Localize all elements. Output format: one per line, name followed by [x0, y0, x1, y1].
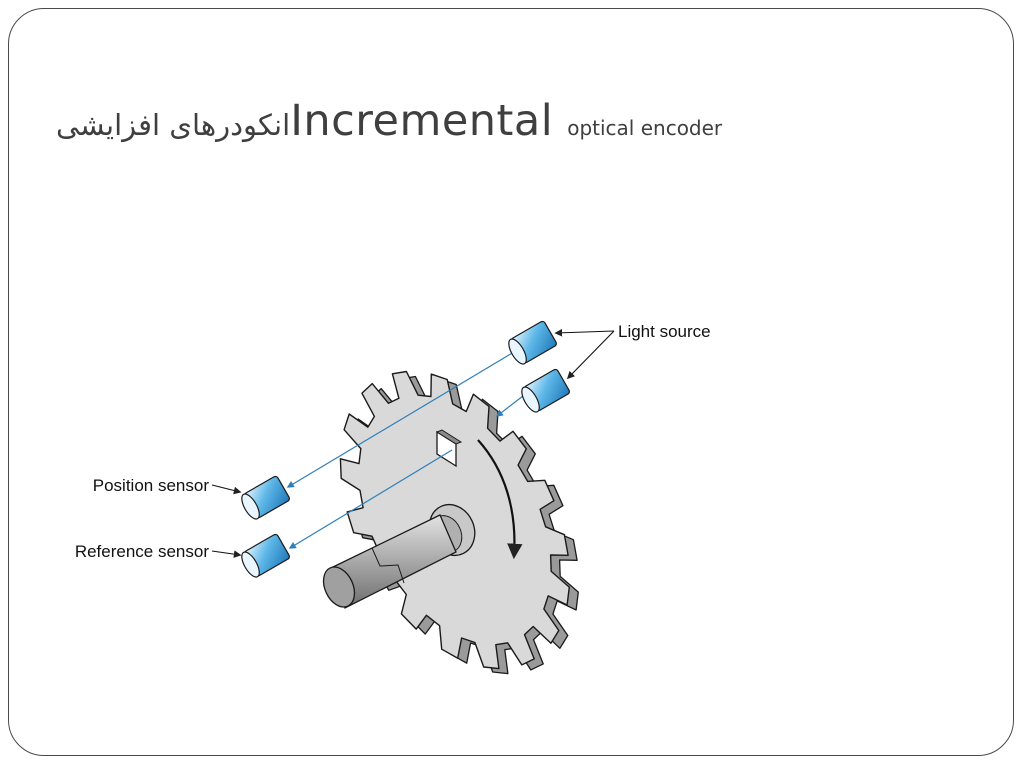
title-main: Incremental	[290, 96, 554, 146]
title-subtitle: optical encoder	[567, 116, 723, 140]
title-persian: انکودرهای افزایشی	[56, 108, 291, 142]
beam-position	[286, 351, 515, 488]
disk-slot-depth	[435, 429, 463, 445]
leader-reference-sensor	[211, 550, 242, 558]
leader-position-sensor	[211, 484, 242, 495]
label-light-source: Light source	[618, 322, 711, 341]
rotation-arrow	[477, 439, 523, 560]
label-reference-sensor: Reference sensor	[75, 542, 210, 561]
reference-sensor	[241, 533, 290, 578]
light-source-upper	[508, 320, 557, 365]
label-position-sensor: Position sensor	[93, 476, 210, 495]
light-source-lower	[521, 368, 570, 413]
position-sensor	[241, 475, 290, 520]
beam-reference-source	[495, 395, 524, 417]
shaft	[322, 514, 457, 609]
beam-reference	[288, 449, 453, 549]
leader-light-source	[554, 328, 615, 337]
leader-light-source-2	[566, 330, 615, 380]
page-title: انکودرهای افزایشی Incremental optical en…	[56, 96, 816, 166]
